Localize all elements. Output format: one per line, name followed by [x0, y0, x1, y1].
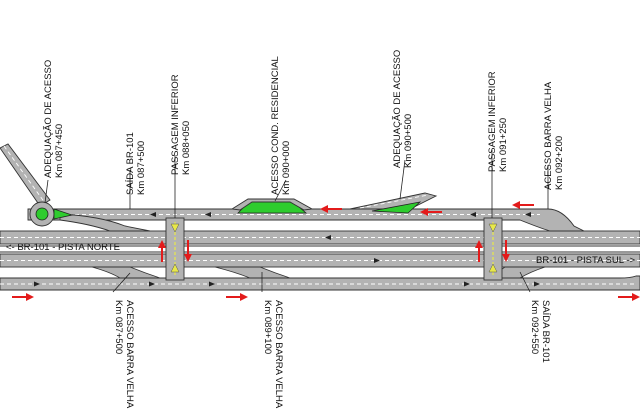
- svg-text:SAÍDA BR-101: SAÍDA BR-101: [125, 132, 136, 195]
- north-diagonal-marking: [3, 145, 46, 204]
- traffic-arrow-right: [464, 281, 470, 287]
- label-adequacao-090: ADEQUAÇÃO DE ACESSO Km 090+500: [392, 50, 414, 168]
- traffic-arrow-right: [34, 281, 40, 287]
- traffic-arrow-right: [149, 281, 155, 287]
- flow-arrow-right: [226, 293, 248, 301]
- top-labels: ADEQUAÇÃO DE ACESSO Km 087+450 SAÍDA BR-…: [43, 50, 565, 195]
- pista-norte-label: <- BR-101 - PISTA NORTE: [6, 242, 120, 253]
- label-saida-087: SAÍDA BR-101 Km 087+500: [125, 132, 147, 195]
- leader-lines: [44, 150, 549, 293]
- flow-arrow-left: [420, 208, 442, 216]
- flow-arrow-up: [158, 240, 166, 262]
- traffic-arrow-left: [325, 235, 331, 240]
- flow-arrow-down: [184, 240, 192, 262]
- traffic-arrow-left: [205, 212, 211, 217]
- traffic-arrow-left: [470, 212, 476, 217]
- south-marginal-body: [0, 275, 640, 291]
- flow-arrows: [12, 201, 640, 301]
- flow-arrow-left: [320, 205, 342, 213]
- svg-text:Km 089+100: Km 089+100: [262, 300, 273, 354]
- underpass-091: [483, 217, 503, 281]
- pista-sul-label: BR-101 - PISTA SUL ->: [536, 255, 635, 266]
- svg-text:Km 087+450: Km 087+450: [54, 124, 65, 178]
- svg-text:ACESSO BARRA VELHA: ACESSO BARRA VELHA: [124, 300, 135, 409]
- label-adequacao-087: ADEQUAÇÃO DE ACESSO Km 087+450: [43, 60, 65, 178]
- label-passagem-088: PASSAGEM INFERIOR Km 088+050: [170, 74, 192, 175]
- svg-text:Km 087+500: Km 087+500: [136, 141, 147, 195]
- svg-text:ADEQUAÇÃO DE ACESSO: ADEQUAÇÃO DE ACESSO: [392, 50, 403, 168]
- traffic-arrow-left: [150, 212, 156, 217]
- flow-arrow-right: [618, 293, 640, 301]
- label-acesso-barra-087: ACESSO BARRA VELHA Km 087+500: [113, 300, 135, 409]
- svg-text:PASSAGEM INFERIOR: PASSAGEM INFERIOR: [170, 74, 181, 175]
- svg-text:Km 092+550: Km 092+550: [529, 300, 540, 354]
- underpass-088: [165, 217, 185, 281]
- svg-text:Km 090+000: Km 090+000: [281, 141, 292, 195]
- flow-arrow-right: [12, 293, 34, 301]
- access-090-ramp: [349, 192, 438, 210]
- svg-text:Km 090+500: Km 090+500: [403, 114, 414, 168]
- north-marginal-road: [0, 143, 585, 232]
- roundabout-island: [35, 207, 49, 221]
- svg-text:PASSAGEM INFERIOR: PASSAGEM INFERIOR: [487, 71, 498, 172]
- underpass-088-yellow: [170, 223, 180, 273]
- access-090-green: [371, 201, 422, 214]
- svg-text:Km 091+250: Km 091+250: [498, 118, 509, 172]
- traffic-arrows: [34, 212, 540, 287]
- svg-text:ACESSO BARRA VELHA: ACESSO BARRA VELHA: [543, 81, 554, 190]
- svg-text:ADEQUAÇÃO DE ACESSO: ADEQUAÇÃO DE ACESSO: [43, 60, 54, 178]
- flow-arrow-up: [475, 240, 483, 262]
- roundabout-green-wedge: [53, 208, 74, 220]
- pista-norte-lane: [0, 230, 640, 245]
- flow-arrow-left: [512, 201, 534, 209]
- south-entry-ramp-1: [91, 266, 161, 279]
- svg-text:Km 088+050: Km 088+050: [181, 121, 192, 175]
- label-saida-092: SAÍDA BR-101 Km 092+550: [529, 300, 551, 363]
- label-acesso-barra-092: ACESSO BARRA VELHA Km 092+200: [543, 81, 565, 190]
- traffic-arrow-left: [525, 212, 531, 217]
- bottom-labels: ACESSO BARRA VELHA Km 087+500 ACESSO BAR…: [113, 300, 551, 409]
- svg-text:ACESSO BARRA VELHA: ACESSO BARRA VELHA: [273, 300, 284, 409]
- access-090-marking: [359, 194, 429, 209]
- north-exit-ramp: [59, 213, 151, 232]
- svg-text:ACESSO COND. RESIDENCIAL: ACESSO COND. RESIDENCIAL: [270, 56, 281, 195]
- svg-text:SAÍDA BR-101: SAÍDA BR-101: [540, 300, 551, 363]
- svg-text:Km 092+200: Km 092+200: [554, 136, 565, 190]
- traffic-arrow-right: [534, 281, 540, 287]
- traffic-arrow-right: [374, 258, 380, 263]
- label-passagem-091: PASSAGEM INFERIOR Km 091+250: [487, 71, 509, 172]
- underpass-091-yellow: [488, 223, 498, 273]
- south-marginal-road: [0, 266, 640, 291]
- flow-arrow-down: [502, 240, 510, 262]
- label-acesso-barra-089: ACESSO BARRA VELHA Km 089+100: [262, 300, 284, 409]
- label-acesso-cond-090: ACESSO COND. RESIDENCIAL Km 090+000: [270, 56, 292, 195]
- south-entry-ramp-2: [214, 266, 291, 279]
- svg-text:Km 087+500: Km 087+500: [113, 300, 124, 354]
- traffic-arrow-right: [209, 281, 215, 287]
- roundabout: [29, 201, 74, 227]
- residential-access-ramp: [230, 198, 314, 211]
